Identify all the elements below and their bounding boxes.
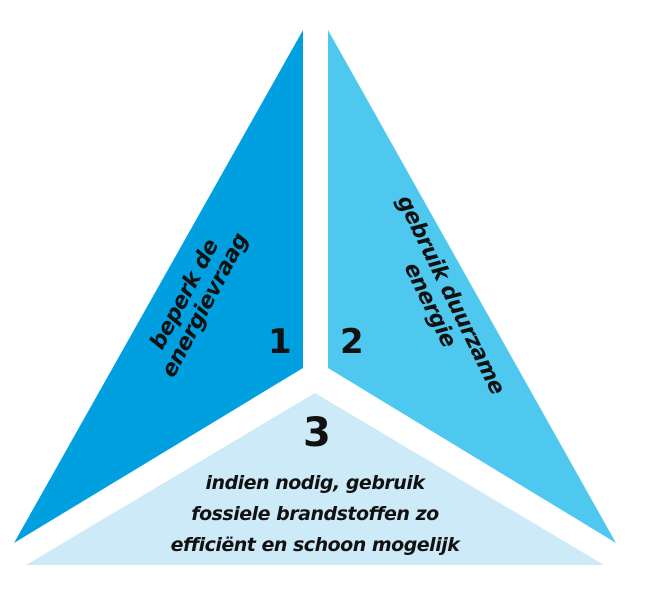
segment-2-number: 2 [340, 322, 364, 362]
segment-1-number: 1 [268, 322, 292, 362]
segment-3-line: fossiele brandstoffen zo [191, 503, 439, 525]
segment-2-shape [328, 30, 616, 543]
segment-3-shape [26, 393, 604, 565]
segment-3-line: efficiënt en schoon mogelijk [170, 534, 460, 556]
segment-3-line: indien nodig, gebruik [205, 472, 425, 494]
segment-3-number: 3 [303, 410, 331, 456]
segment-3-label: indien nodig, gebruik fossiele brandstof… [171, 468, 460, 561]
segment-1-shape [14, 30, 303, 543]
